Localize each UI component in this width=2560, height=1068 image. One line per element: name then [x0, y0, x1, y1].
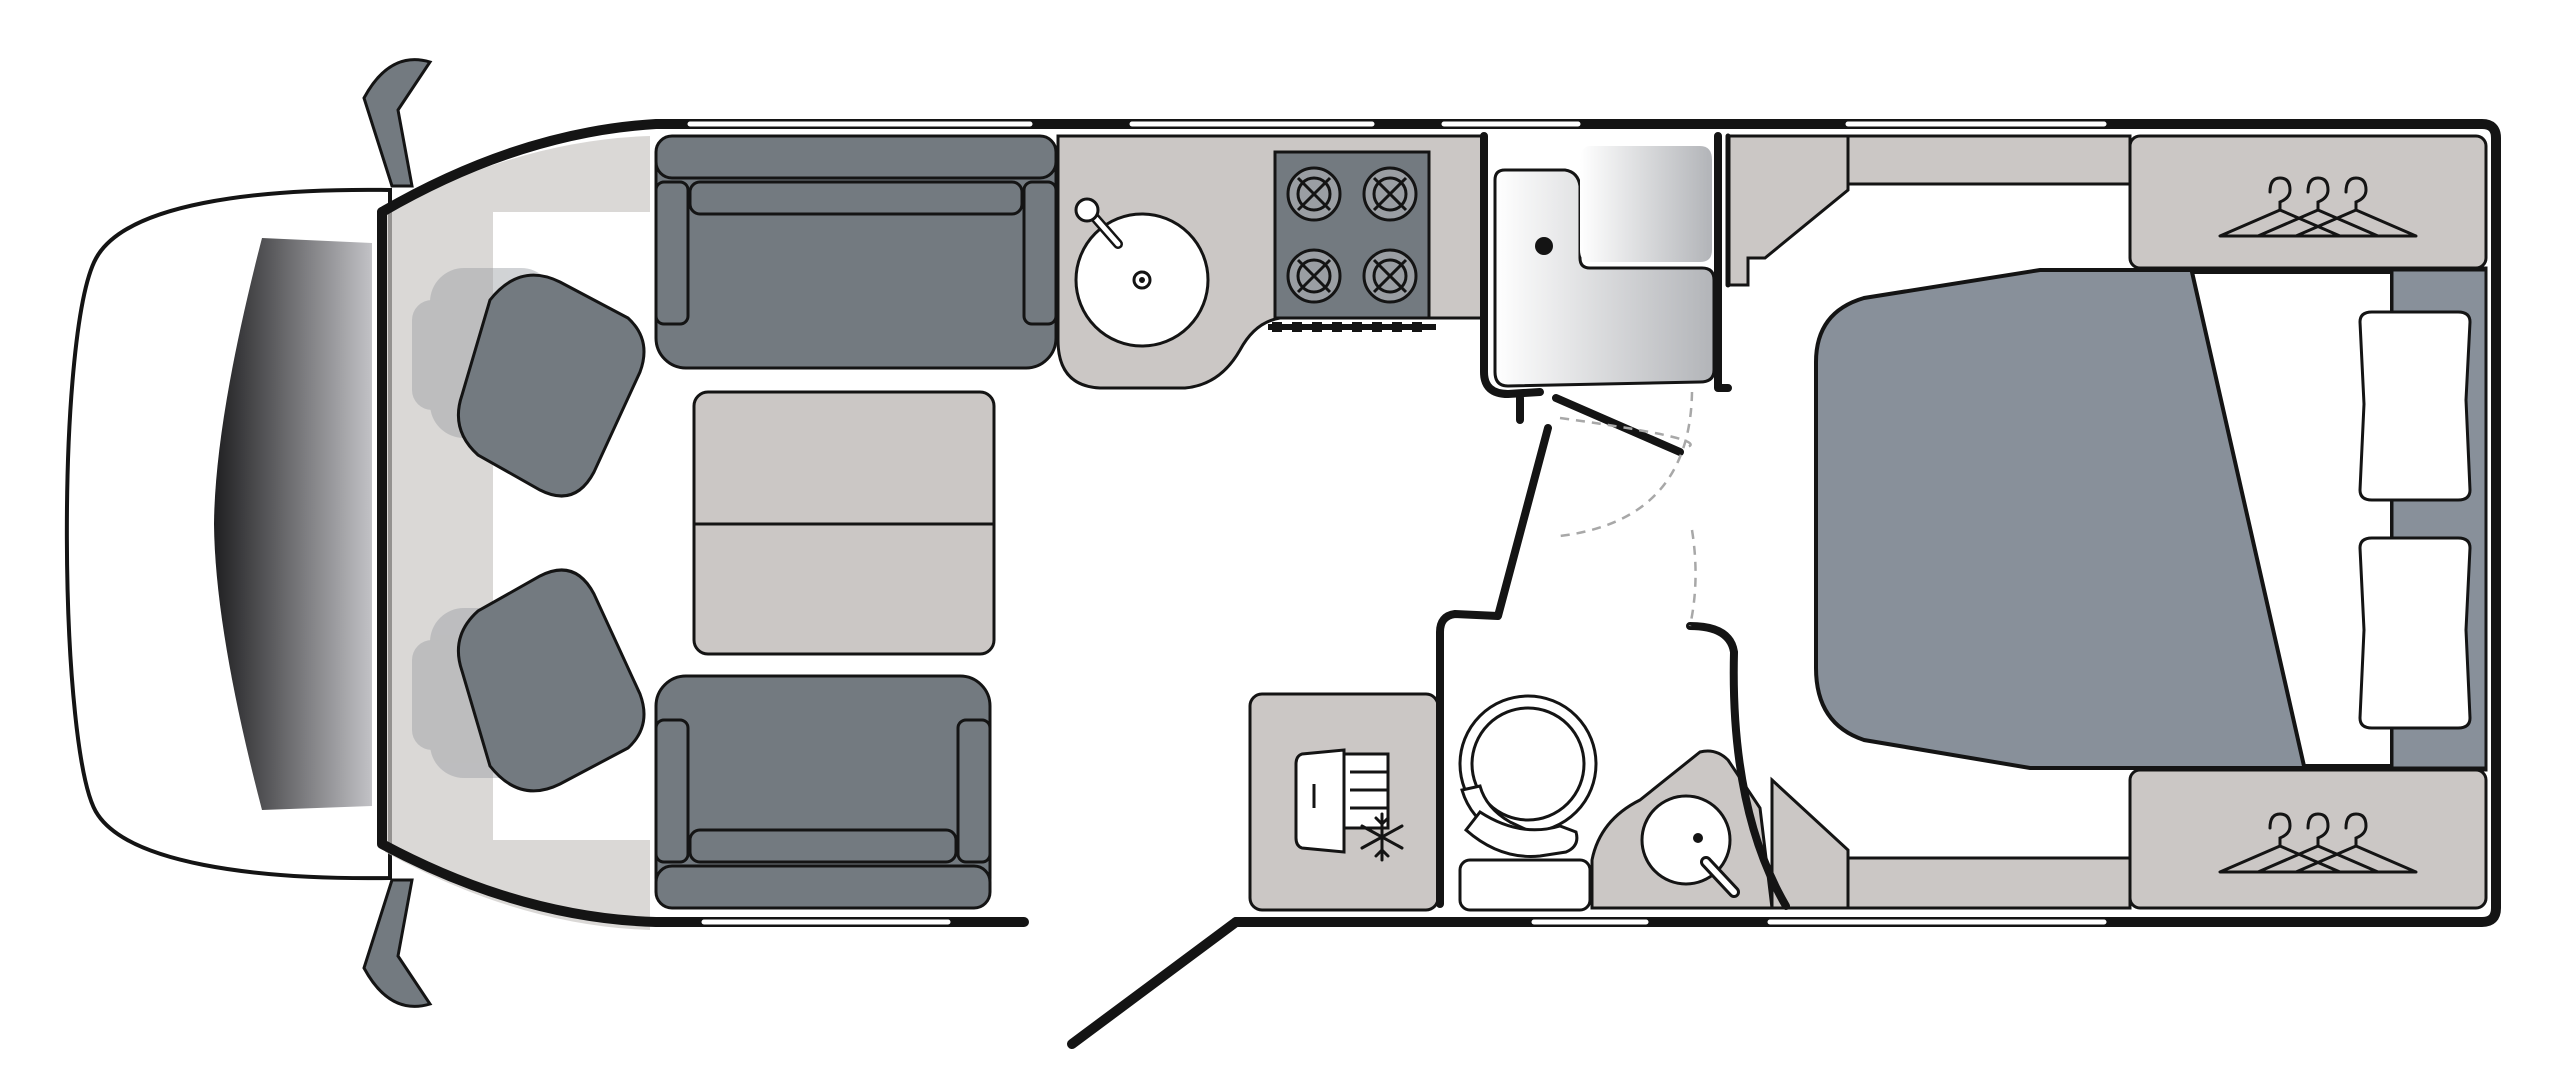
pillow-bottom [2358, 536, 2472, 730]
fridge-icon [1294, 748, 1346, 854]
shower-drain-icon [1535, 237, 1553, 255]
washbasin-drain [1693, 833, 1703, 843]
sofa-bottom-arm-left [654, 718, 690, 864]
bedroom [1814, 176, 2488, 874]
washroom-wall-left [1480, 132, 1544, 398]
lounge [654, 134, 1058, 910]
shower-tray-back [1580, 146, 1712, 262]
hob-knob [1312, 322, 1322, 332]
kitchen-tap-head [1074, 197, 1100, 223]
shell-top [377, 119, 2501, 927]
wardrobe-bottom [2128, 768, 2488, 910]
sofa-bottom-cushion-edge [688, 828, 958, 864]
wardrobe-top [2128, 134, 2488, 270]
sofa-top-arm-left [654, 180, 690, 326]
toilet-door-swing-arc [1688, 529, 1697, 627]
toilet-room-wall [1436, 424, 1552, 908]
sofa-top-cushion-edge [688, 180, 1024, 216]
washroom-door-top [1552, 394, 1684, 456]
toilet-room-door [1686, 622, 1790, 910]
hob-knob [1392, 322, 1402, 332]
bed-rail-bottom [1846, 856, 2132, 910]
windows [687, 121, 2107, 925]
hob-knob [1352, 322, 1362, 332]
windscreen [214, 238, 372, 810]
hob-knob [1272, 322, 1282, 332]
toilet-bowl-inner [1470, 706, 1586, 822]
hob-knob [1412, 322, 1422, 332]
hanger [2294, 176, 2418, 238]
toilet-seat-arm [1463, 809, 1579, 858]
washroom [1458, 136, 1740, 912]
internal-walls [1436, 132, 1790, 910]
hob-burner-icon [1286, 166, 1342, 222]
cab-front [64, 187, 392, 881]
mirror-bottom [362, 878, 433, 1008]
shower-tray [1493, 168, 1716, 388]
kitchen [1074, 150, 1436, 348]
cab [64, 58, 433, 1008]
toilet-base [1458, 858, 1592, 912]
wardrobe-hanger-icon [2218, 176, 2418, 238]
fridge [1294, 748, 1404, 862]
washroom-cabinet [1726, 134, 1850, 287]
bed-rail-top [1846, 134, 2132, 186]
sofa-top-backrest [654, 134, 1058, 180]
washroom-door-swing [1559, 416, 1692, 450]
hob-burner-icon [1362, 166, 1418, 222]
sink-icon [1132, 270, 1152, 290]
sink-drain-dot [1139, 277, 1145, 283]
washbasin-corner-unit [1770, 776, 1850, 910]
outer-shell [377, 119, 2501, 1049]
sofa-bottom-arm-right [956, 718, 992, 864]
cab-seat-passenger [456, 568, 646, 793]
mirror-top [362, 58, 433, 188]
entrance-door [1067, 917, 1241, 1049]
hob-knob [1332, 322, 1342, 332]
hob-burner-icon [1362, 248, 1418, 304]
snowflake-icon [1360, 812, 1404, 862]
washroom-wall-right [1714, 132, 1732, 392]
cab-seat-driver [456, 273, 646, 498]
pillow-top [2358, 310, 2472, 502]
wardrobe-hanger-icon-bottom [2218, 812, 2418, 874]
hob-knob [1372, 322, 1382, 332]
shell-front [377, 207, 1029, 927]
hanger [2294, 812, 2418, 874]
sofa-top-arm-right [1022, 180, 1058, 326]
hob-knob [1292, 322, 1302, 332]
washroom-door-swing-arc [1559, 391, 1694, 538]
hob-burner-icon [1286, 248, 1342, 304]
sofa-bottom-backrest [654, 864, 992, 910]
door-swings [1559, 391, 1697, 627]
